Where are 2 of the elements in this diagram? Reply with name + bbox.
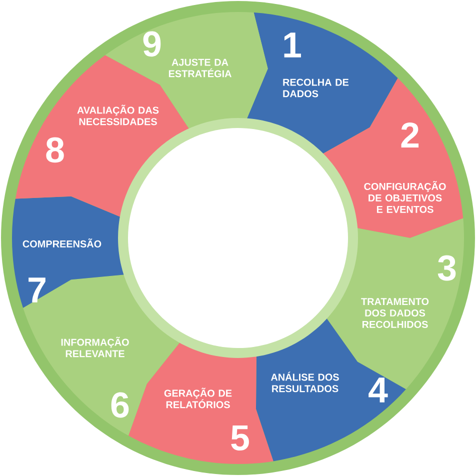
- cycle-segment: 1 RECOLHA DE DADOS: [246, 12, 398, 155]
- cycle-segment: COMPREENSÃO 7: [12, 196, 126, 308]
